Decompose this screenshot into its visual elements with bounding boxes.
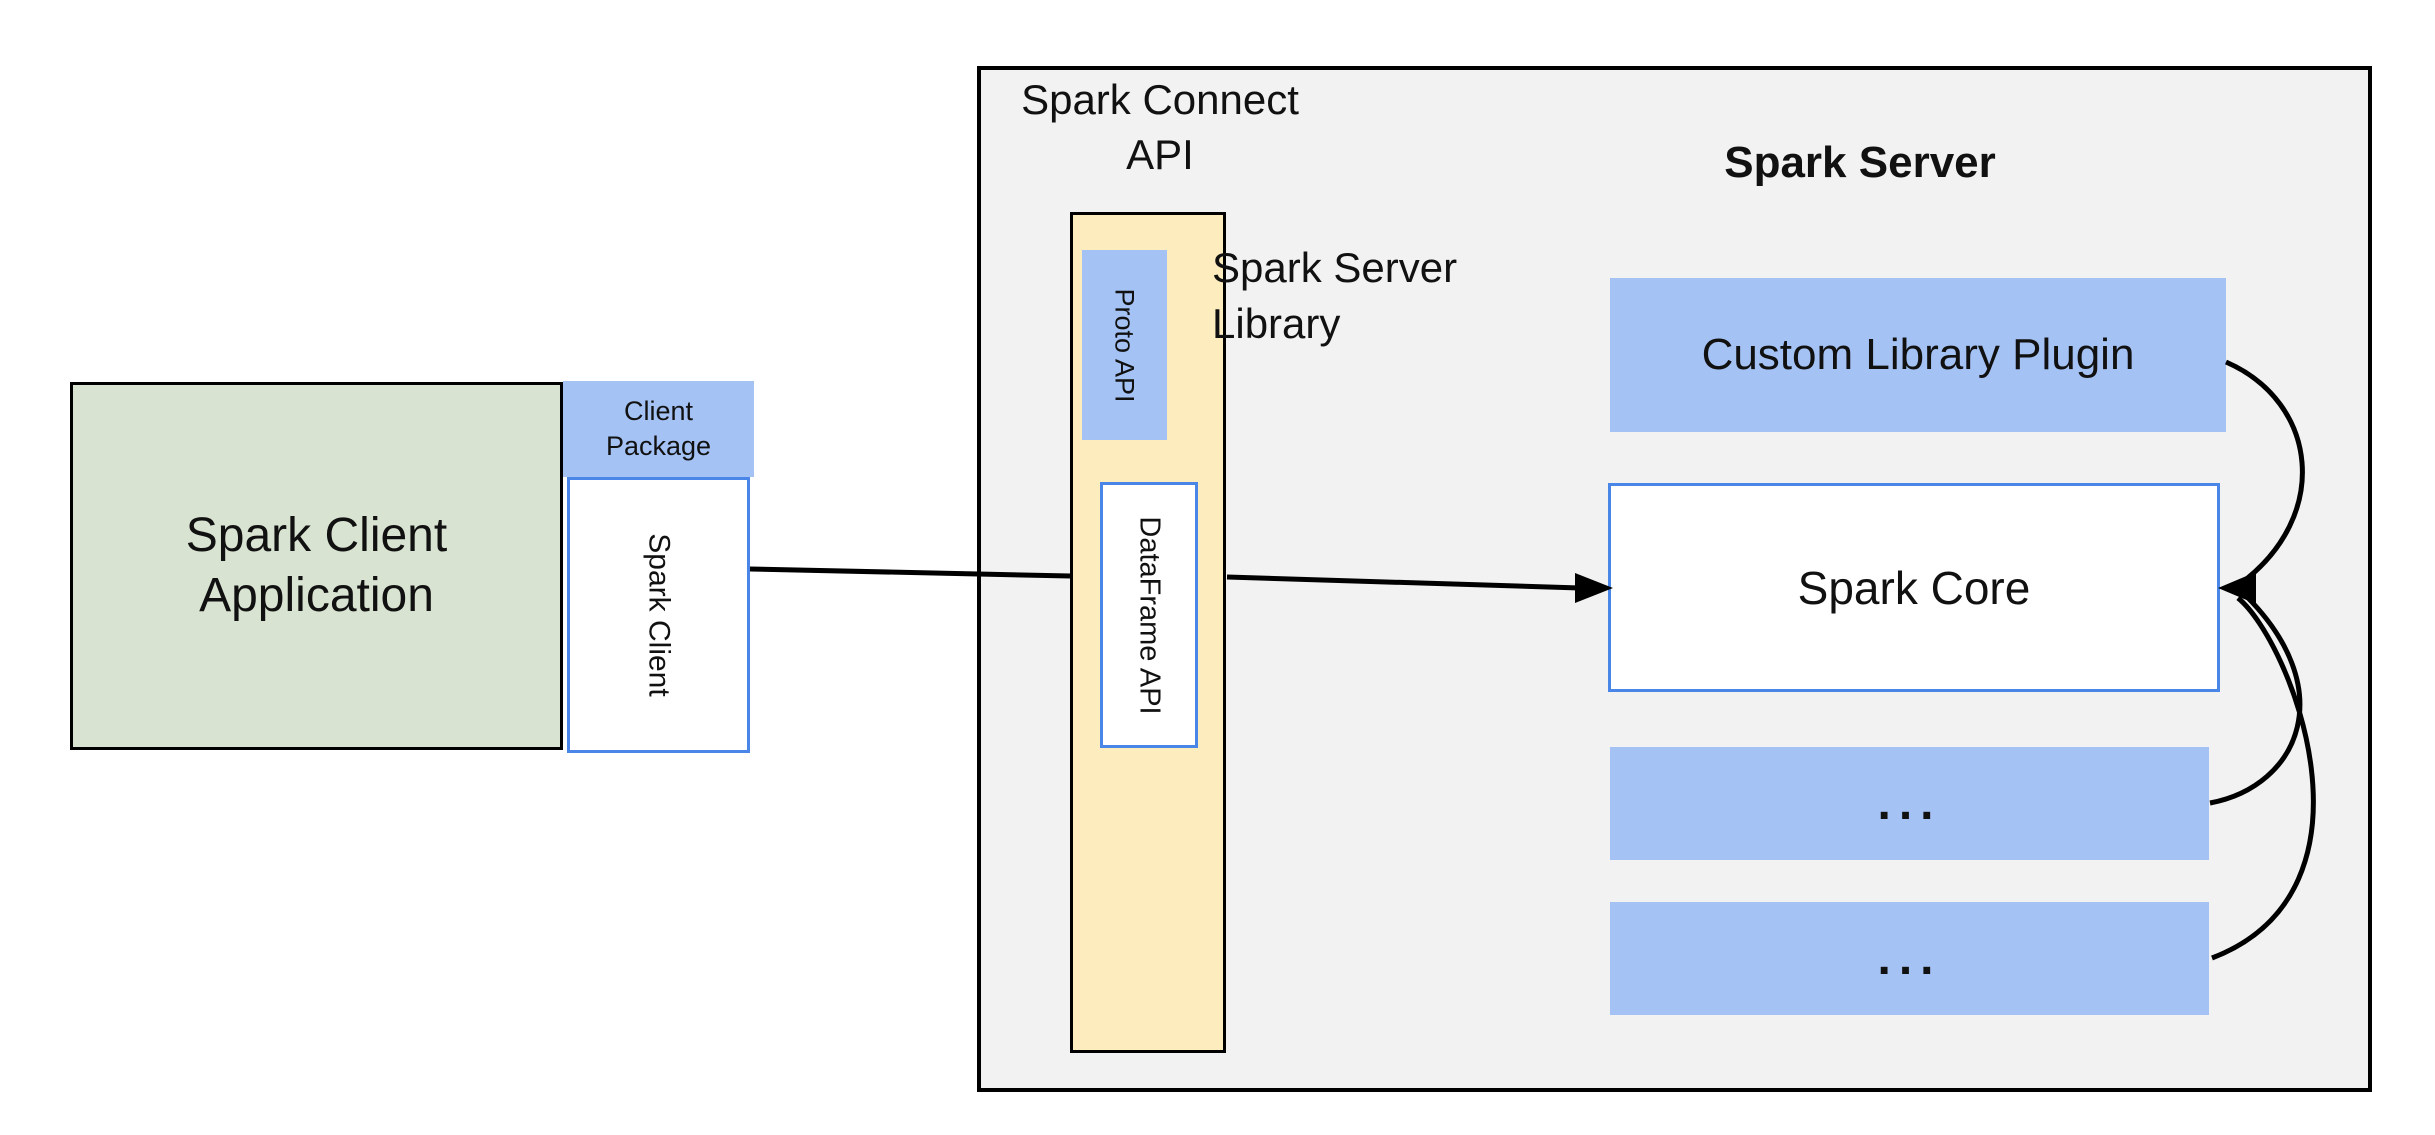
more-plugins-box-1: ... [1610, 747, 2209, 860]
spark-server-library-label-line2: Library [1212, 299, 1341, 347]
custom-library-plugin-box: Custom Library Plugin [1610, 278, 2226, 432]
client-package-label: Client Package [605, 395, 712, 461]
proto-api-box: Proto API [1082, 250, 1167, 440]
spark-server-title: Spark Server [1724, 138, 1996, 187]
more-plugins-label-2: ... [1877, 932, 1942, 985]
spark-core-box: Spark Core [1608, 483, 2220, 692]
more-plugins-label-1: ... [1877, 777, 1942, 830]
spark-client-application-label: Spark Client Application [185, 509, 448, 622]
spark-client-application-box: Spark Client Application [70, 382, 563, 750]
spark-connect-api-label-line1: Spark Connect [1021, 76, 1299, 123]
spark-server-library-label: Spark Server Library [1212, 240, 1552, 352]
spark-core-label: Spark Core [1797, 561, 2031, 614]
client-package-box: Client Package [563, 381, 754, 477]
more-plugins-box-2: ... [1610, 902, 2209, 1015]
dataframe-api-label: DataFrame API [1133, 515, 1166, 715]
proto-api-label: Proto API [1110, 287, 1141, 403]
spark-server-library-label-line1: Spark Server [1212, 244, 1458, 291]
spark-client-label: Spark Client [642, 533, 676, 697]
spark-connect-api-label-line2: API [1126, 131, 1194, 179]
spark-client-box: Spark Client [567, 477, 750, 753]
spark-connect-api-label: Spark Connect API [1005, 72, 1315, 183]
dataframe-api-box: DataFrame API [1100, 482, 1198, 748]
custom-library-plugin-label: Custom Library Plugin [1701, 330, 2135, 379]
